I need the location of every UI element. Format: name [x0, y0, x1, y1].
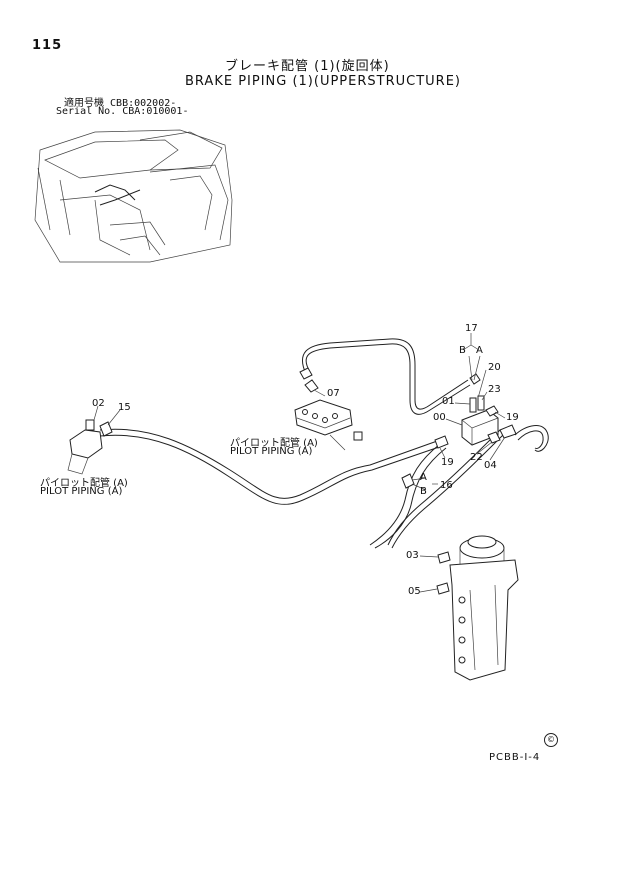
- serial-value: CBA:010001-: [122, 106, 189, 117]
- callout-22: 22: [470, 452, 483, 463]
- serial-row-1: 適用号機 CBB:002002-: [64, 94, 176, 109]
- title-japanese: ブレーキ配管 (1)(旋回体): [225, 59, 390, 74]
- callout-b-mid: B: [420, 486, 427, 497]
- callout-07: 07: [327, 388, 340, 399]
- callout-04: 04: [484, 460, 497, 471]
- note-pilot-piping-center-jp: パイロット配管 (A): [230, 438, 318, 449]
- pilot-valve-assembly: [294, 367, 363, 451]
- callout-16: 16: [440, 480, 453, 491]
- hose-upper: [301, 338, 471, 415]
- hose-04: [514, 425, 549, 452]
- valve-block-00: [461, 373, 517, 446]
- hose-16: [369, 443, 447, 549]
- callout-a-mid: A: [420, 472, 427, 483]
- copyright-mark: ©: [544, 733, 558, 747]
- callout-03: 03: [406, 550, 419, 561]
- machine-overview-sketch: [34, 129, 233, 263]
- callout-a: A: [476, 345, 483, 356]
- serial-row-2: Serial No. CBA:010001-: [56, 106, 188, 117]
- serial-label: Serial No.: [56, 106, 117, 117]
- note-pilot-piping-center-en: PILOT PIPING (A): [230, 446, 313, 457]
- note-pilot-piping-left-jp: パイロット配管 (A): [40, 478, 128, 489]
- callout-23: 23: [488, 384, 501, 395]
- callout-19-low: 19: [441, 457, 454, 468]
- callout-17: 17: [465, 323, 478, 334]
- serial-label: 適用号機: [64, 98, 104, 109]
- page-number: 115: [32, 38, 63, 53]
- note-pilot-piping-left-en: PILOT PIPING (A): [40, 486, 123, 497]
- hose-15: [99, 428, 443, 505]
- callout-15: 15: [118, 402, 131, 413]
- serial-value: CBB:002002-: [110, 98, 177, 109]
- callout-00: 00: [433, 412, 446, 423]
- page-code: PCBB-I-4: [489, 752, 541, 763]
- left-fitting-02: [67, 419, 113, 475]
- callout-01: 01: [442, 396, 455, 407]
- callout-05: 05: [408, 586, 421, 597]
- leader-lines: [93, 333, 506, 593]
- callout-20: 20: [488, 362, 501, 373]
- callout-19-right: 19: [506, 412, 519, 423]
- callout-b: B: [459, 345, 466, 356]
- swivel-joint: [436, 535, 519, 681]
- title-english: BRAKE PIPING (1)(UPPERSTRUCTURE): [185, 74, 461, 89]
- hose-16b: [387, 429, 505, 549]
- callout-02: 02: [92, 398, 105, 409]
- fittings-mid: [401, 435, 449, 489]
